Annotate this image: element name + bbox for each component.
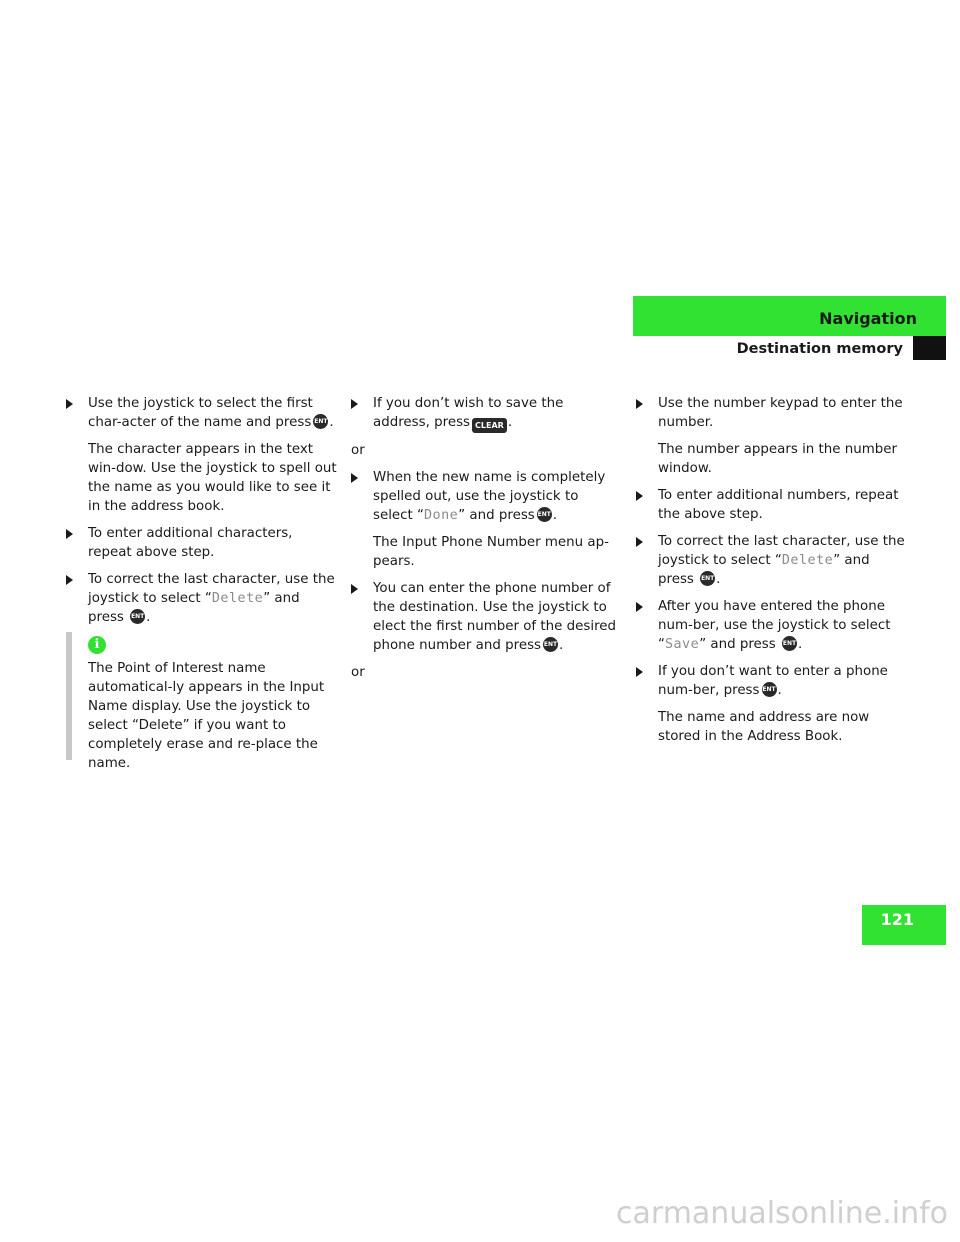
instruction-step: If you don’t wish to save the address, p… xyxy=(351,394,617,433)
bullet-arrow-icon xyxy=(351,399,358,409)
step-result-text: The Input Phone Number menu ap-pears. xyxy=(373,535,609,569)
instruction-step: Use the joystick to select the first cha… xyxy=(66,394,338,432)
info-icon: i xyxy=(88,636,106,654)
instruction-step: When the new name is completely spelled … xyxy=(351,468,617,525)
subsection-title: Destination memory xyxy=(736,341,903,357)
instruction-step: To enter additional numbers, repeat the … xyxy=(636,486,908,524)
instruction-step: After you have entered the phone num-ber… xyxy=(636,597,908,654)
watermark-text: carmanualsonline.info xyxy=(616,1196,948,1231)
ent-button-icon: ENT xyxy=(700,571,716,586)
ent-button-icon: ENT xyxy=(543,637,559,652)
section-tab-background xyxy=(633,296,946,336)
ent-button-icon: ENT xyxy=(761,682,777,697)
instruction-step: Use the number keypad to enter the numbe… xyxy=(636,394,908,432)
instruction-step: To correct the last character, use the j… xyxy=(636,532,908,589)
page-number: 121 xyxy=(880,910,914,929)
step-result-text: The name and address are now stored in t… xyxy=(658,710,870,744)
bullet-arrow-icon xyxy=(636,537,643,547)
bullet-arrow-icon xyxy=(636,491,643,501)
column-3: Use the number keypad to enter the numbe… xyxy=(636,394,908,754)
display-text-delete: Delete xyxy=(211,591,264,606)
instruction-step: To correct the last character, use the j… xyxy=(66,570,338,627)
bullet-arrow-icon xyxy=(636,399,643,409)
display-text-done: Done xyxy=(423,508,459,523)
section-marker xyxy=(913,336,946,360)
display-text-save: Save xyxy=(664,637,700,652)
section-title: Navigation xyxy=(819,309,917,328)
clear-button-icon: CLEAR xyxy=(472,418,507,433)
ent-button-icon: ENT xyxy=(782,636,797,651)
bullet-arrow-icon xyxy=(636,602,643,612)
bullet-arrow-icon xyxy=(66,529,73,539)
ent-button-icon: ENT xyxy=(313,414,329,429)
instruction-step: If you don’t want to enter a phone num-b… xyxy=(636,662,908,700)
column-2: If you don’t wish to save the address, p… xyxy=(351,394,617,690)
instruction-step: To enter additional characters, repeat a… xyxy=(66,524,338,562)
step-result-text: The number appears in the number window. xyxy=(658,442,898,476)
ent-button-icon: ENT xyxy=(536,507,552,522)
info-side-bar xyxy=(66,632,72,760)
or-separator: or xyxy=(351,443,365,458)
bullet-arrow-icon xyxy=(351,584,358,594)
instruction-step: You can enter the phone number of the de… xyxy=(351,579,617,655)
or-separator: or xyxy=(351,665,365,680)
bullet-arrow-icon xyxy=(351,473,358,483)
bullet-arrow-icon xyxy=(636,667,643,677)
info-note-text: The Point of Interest name automatical-l… xyxy=(88,661,325,771)
column-1: Use the joystick to select the first cha… xyxy=(66,394,338,635)
page-number-tab xyxy=(862,905,946,945)
bullet-arrow-icon xyxy=(66,399,73,409)
step-result-text: The character appears in the text win-do… xyxy=(88,442,337,514)
info-note: i The Point of Interest name automatical… xyxy=(66,632,341,771)
ent-button-icon: ENT xyxy=(130,609,146,624)
bullet-arrow-icon xyxy=(66,575,73,585)
display-text-delete: Delete xyxy=(781,553,834,568)
